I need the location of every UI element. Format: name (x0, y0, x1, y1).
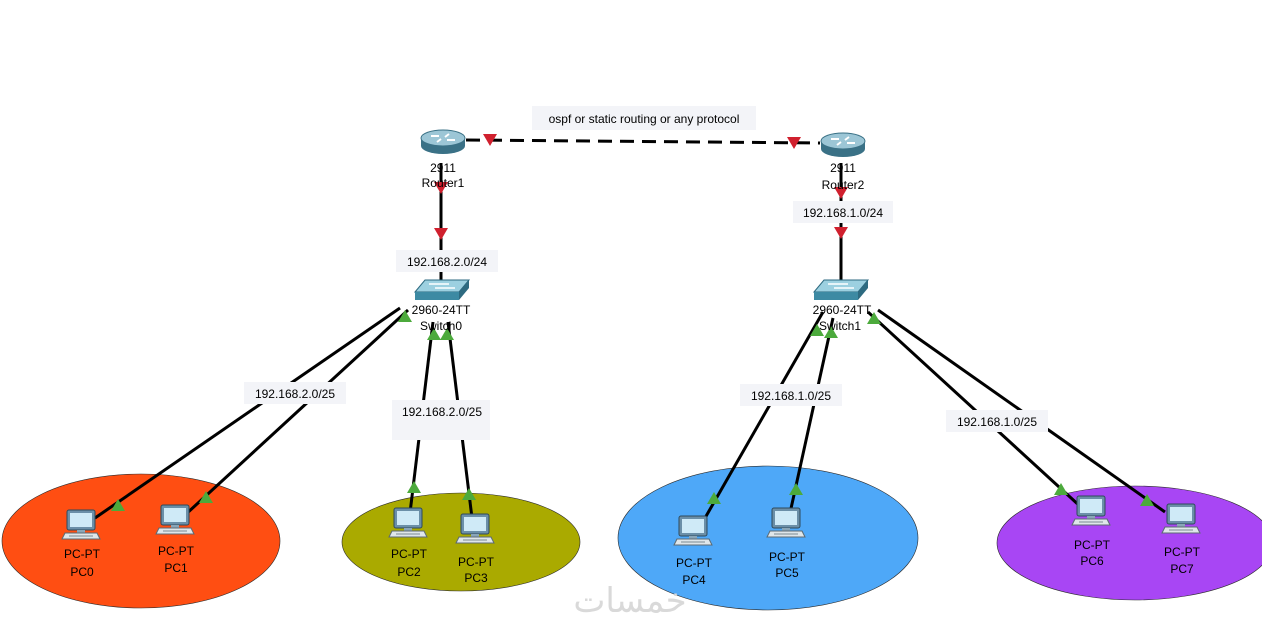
wan-link-label: ospf or static routing or any protocol (549, 112, 740, 126)
subnet-label-pc2-pc3: 192.168.2.0/25 (402, 405, 482, 419)
subnet-label-router2-switch1: 192.168.1.0/24 (803, 206, 883, 220)
pc1-device[interactable]: PC-PT PC1 (155, 504, 195, 575)
pc4-name: PC4 (682, 573, 706, 587)
pc1-type: PC-PT (158, 544, 195, 558)
router2-model: 2911 (830, 161, 856, 175)
switch-icon (414, 279, 470, 301)
pc2-name: PC2 (397, 565, 421, 579)
subnet-tag-bg (392, 400, 490, 440)
port-down-indicator (434, 228, 448, 240)
pc-icon (673, 515, 713, 546)
router-icon (420, 129, 466, 155)
pc-group-ellipse-pc6-pc7 (996, 485, 1262, 601)
link-switch1-pc5[interactable] (788, 317, 835, 514)
pc-icon (766, 507, 806, 538)
port-up-indicator (407, 481, 421, 493)
pc1-name: PC1 (164, 561, 188, 575)
pc-icon (388, 507, 428, 538)
subnet-tag-bg (396, 250, 498, 272)
pc5-name: PC5 (775, 566, 799, 580)
pc2-type: PC-PT (391, 547, 428, 561)
router2-name: Router2 (822, 178, 865, 192)
pc6-device[interactable]: PC-PT PC6 (1071, 495, 1111, 568)
router1-name: Router1 (422, 176, 465, 190)
subnet-tag-bg (946, 410, 1048, 432)
pc7-type: PC-PT (1164, 545, 1201, 559)
pc0-name: PC0 (70, 565, 94, 579)
router-icon (820, 132, 866, 158)
link-switch0-pc1[interactable] (183, 308, 410, 517)
subnet-tag-bg (244, 382, 346, 404)
pc3-device[interactable]: PC-PT PC3 (455, 513, 495, 585)
link-switch0-pc0[interactable] (94, 306, 401, 520)
watermark-logo: خمسات (573, 581, 686, 621)
pc6-name: PC6 (1080, 554, 1104, 568)
subnet-tag-bg (740, 384, 842, 406)
pc7-name: PC7 (1170, 562, 1194, 576)
pc0-type: PC-PT (64, 547, 101, 561)
router1-device[interactable]: 2911 Router1 (420, 129, 466, 190)
router2-device[interactable]: 2911 Router2 (820, 132, 866, 192)
switch0-name: Switch0 (420, 319, 462, 333)
pc3-type: PC-PT (458, 555, 495, 569)
pc4-device[interactable]: PC-PT PC4 (673, 515, 713, 587)
subnet-label-pc6-pc7: 192.168.1.0/25 (957, 415, 1037, 429)
port-down-indicator (834, 227, 848, 239)
subnet-label-pc0-pc1: 192.168.2.0/25 (255, 387, 335, 401)
router1-model: 2911 (430, 161, 456, 175)
pc5-type: PC-PT (769, 550, 806, 564)
wan-link[interactable] (465, 138, 821, 145)
switch0-model: 2960-24TT (412, 303, 471, 317)
link-switch1-pc4[interactable] (703, 311, 825, 519)
pc-group-ellipse-pc0-pc1 (1, 473, 281, 609)
pc-group-ellipse-pc4-pc5 (617, 465, 919, 611)
subnet-label-pc4-pc5: 192.168.1.0/25 (751, 389, 831, 403)
switch-icon (813, 279, 869, 301)
subnet-label-router1-switch0: 192.168.2.0/24 (407, 255, 487, 269)
switch0-device[interactable]: 2960-24TT Switch0 (412, 279, 471, 333)
pc-icon (61, 509, 101, 540)
pc6-type: PC-PT (1074, 538, 1111, 552)
pc5-device[interactable]: PC-PT PC5 (766, 507, 806, 580)
pc3-name: PC3 (464, 571, 488, 585)
pc-icon (455, 513, 495, 544)
pc-icon (1071, 495, 1111, 526)
wan-label-bg (532, 106, 756, 130)
pc-icon (155, 504, 195, 535)
switch1-model: 2960-24TT (813, 303, 872, 317)
pc0-device[interactable]: PC-PT PC0 (61, 509, 101, 579)
pc4-type: PC-PT (676, 556, 713, 570)
switch1-device[interactable]: 2960-24TT Switch1 (813, 279, 872, 333)
switch1-name: Switch1 (819, 319, 861, 333)
pc2-device[interactable]: PC-PT PC2 (388, 507, 428, 579)
pc7-device[interactable]: PC-PT PC7 (1161, 503, 1201, 576)
subnet-tag-bg (793, 201, 893, 223)
pc-icon (1161, 503, 1201, 534)
